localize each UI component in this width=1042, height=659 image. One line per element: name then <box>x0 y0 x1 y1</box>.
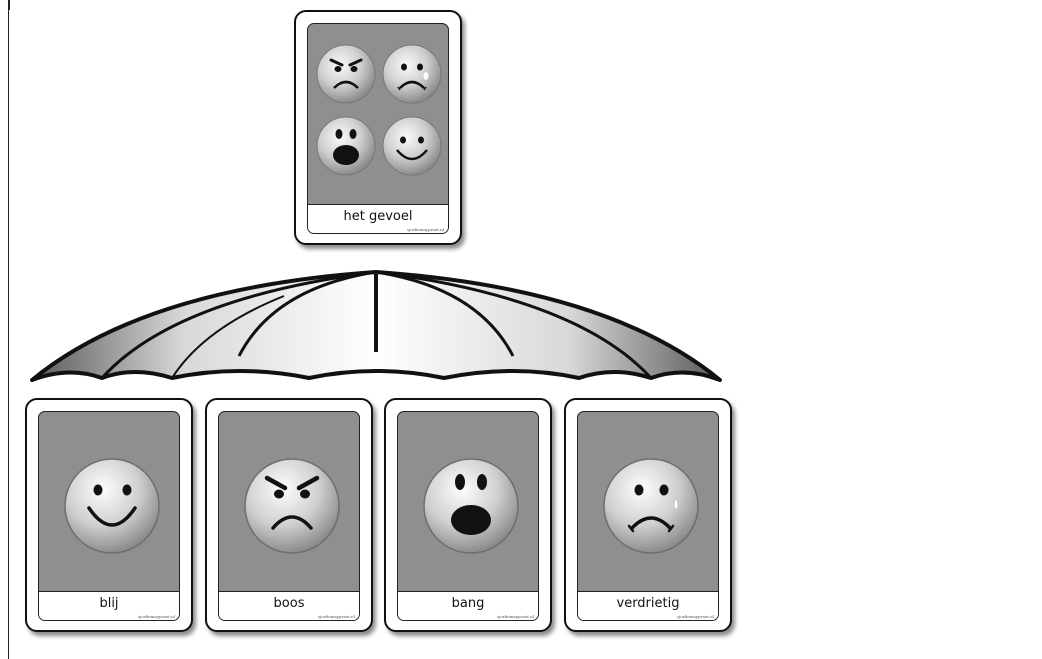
card-boos-label-box: boos sjorfiemaypraat.nl <box>219 591 359 620</box>
happy-face-icon <box>383 117 441 175</box>
umbrella-icon <box>24 268 734 388</box>
sad-face-icon <box>383 45 441 103</box>
card-blij-credit: sjorfiemaypraat.nl <box>138 614 175 619</box>
card-bang-inner: bang sjorfiemaypraat.nl <box>397 411 539 621</box>
happy-face-icon <box>39 412 180 590</box>
angry-face-icon <box>317 45 375 103</box>
sad-face-icon <box>578 412 719 590</box>
card-blij-label-box: blij sjorfiemaypraat.nl <box>39 591 179 620</box>
parent-card-inner: het gevoel sjorfiemaypraat.nl <box>307 23 449 234</box>
parent-card-credit: sjorfiemaypraat.nl <box>407 227 444 232</box>
card-blij: blij sjorfiemaypraat.nl <box>25 398 193 632</box>
card-verdrietig-label: verdrietig <box>617 596 680 611</box>
card-boos-label: boos <box>274 596 305 611</box>
card-verdrietig-label-box: verdrietig sjorfiemaypraat.nl <box>578 591 718 620</box>
card-boos-inner: boos sjorfiemaypraat.nl <box>218 411 360 621</box>
card-bang: bang sjorfiemaypraat.nl <box>384 398 552 632</box>
scared-face-icon <box>398 412 539 590</box>
scared-face-icon <box>317 117 375 175</box>
parent-card: het gevoel sjorfiemaypraat.nl <box>294 10 462 245</box>
card-boos: boos sjorfiemaypraat.nl <box>205 398 373 632</box>
card-verdrietig: verdrietig sjorfiemaypraat.nl <box>564 398 732 632</box>
card-verdrietig-credit: sjorfiemaypraat.nl <box>677 614 714 619</box>
angry-face-icon <box>219 412 360 590</box>
card-boos-credit: sjorfiemaypraat.nl <box>318 614 355 619</box>
card-bang-label-box: bang sjorfiemaypraat.nl <box>398 591 538 620</box>
card-blij-inner: blij sjorfiemaypraat.nl <box>38 411 180 621</box>
card-verdrietig-inner: verdrietig sjorfiemaypraat.nl <box>577 411 719 621</box>
card-bang-credit: sjorfiemaypraat.nl <box>497 614 534 619</box>
top-left-tick <box>8 0 10 10</box>
parent-card-label: het gevoel <box>344 209 413 224</box>
card-blij-label: blij <box>99 596 118 611</box>
parent-card-label-box: het gevoel sjorfiemaypraat.nl <box>308 204 448 233</box>
card-bang-label: bang <box>452 596 485 611</box>
faces-grid <box>308 24 449 214</box>
left-border-line <box>8 0 9 659</box>
